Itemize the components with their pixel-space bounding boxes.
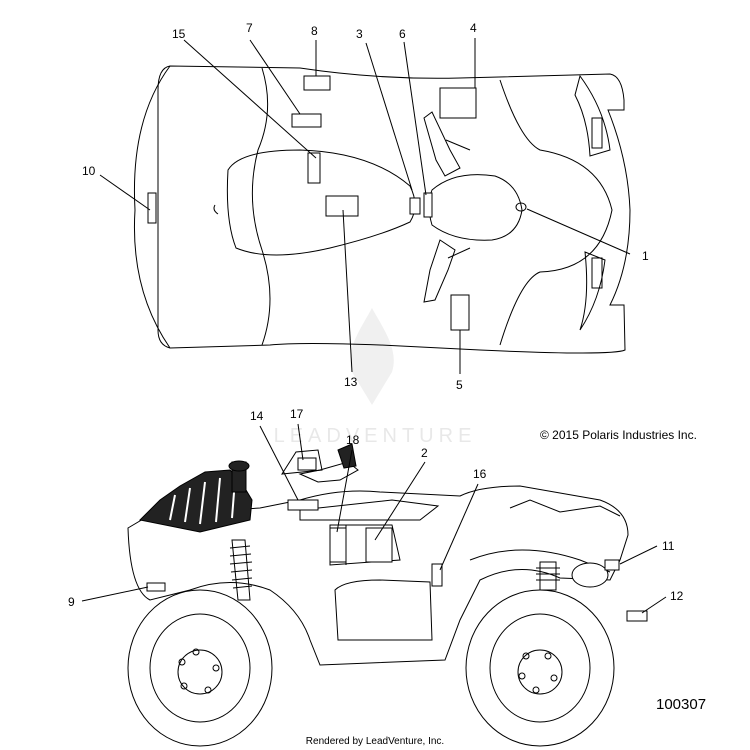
front-fender-line [499,79,613,346]
callout-16: 16 [473,467,487,481]
decal-12 [626,610,648,622]
leadventure-watermark: LEADVENTURE [274,308,477,447]
callout-9: 9 [68,595,75,609]
decal-18 [329,527,347,563]
watermark-logo [350,308,394,405]
leader-lines [81,38,667,614]
callout-14: 14 [250,409,264,423]
callout-numbers: 1 2 3 4 5 6 7 8 9 10 11 12 13 14 15 16 1… [68,21,684,609]
rendered-by-credit: Rendered by LeadVenture, Inc. [306,736,444,747]
decal-7 [291,113,322,128]
rear-fender-line [133,65,171,349]
top-body-outline [157,65,631,354]
handlebar-bottom [423,239,456,303]
front-wheel [465,589,615,747]
callout-15: 15 [172,27,186,41]
atv-top-view [133,65,631,354]
callout-13: 13 [344,375,358,389]
decal-17 [297,457,317,471]
decal-16 [431,563,443,587]
atv-side-view [127,443,648,747]
rear-rack-line [251,67,271,346]
callout-4: 4 [470,21,477,35]
side-seat [299,499,440,521]
decal-14 [287,499,319,511]
front-rack [509,499,621,517]
callout-6: 6 [399,27,406,41]
callout-5: 5 [456,378,463,392]
vent-bottom-1 [591,257,603,289]
decal-4 [439,87,477,119]
callout-3: 3 [356,27,363,41]
callout-2: 2 [421,446,428,460]
vent-top-1 [591,117,603,149]
decal-5 [450,294,470,331]
rear-rack-slots [169,477,236,525]
watermark-text: LEADVENTURE [274,425,477,447]
callout-8: 8 [311,24,318,38]
seat-outline [226,149,416,256]
decal-13 [325,195,359,217]
decal-3 [409,197,421,215]
callout-7: 7 [246,21,253,35]
side-body-outline [127,485,629,666]
steering-column [445,139,471,259]
callout-11: 11 [662,539,675,553]
seat-strap-line [213,204,219,215]
decal-11 [604,559,620,571]
instrument-panel [281,449,323,475]
callout-18: 18 [346,433,360,447]
front-fender-side [469,549,611,573]
rear-shock [229,539,253,601]
callout-17: 17 [290,407,304,421]
decal-10 [147,192,157,224]
decal-6 [423,192,433,218]
rear-wheel [127,589,273,747]
front-shock [536,561,560,591]
decal-15 [307,152,321,184]
callout-10: 10 [82,164,96,178]
front-console [428,174,523,241]
copyright-notice: © 2015 Polaris Industries Inc. [540,428,697,442]
lower-frame [334,579,433,641]
front-fender-upper [574,74,611,157]
fuel-cap [515,202,527,212]
decal-8 [303,75,331,91]
document-number: 100307 [656,696,706,713]
handlebar-top [423,111,461,177]
callout-12: 12 [670,589,684,603]
decal-9 [146,582,166,592]
rear-post-cap [228,460,250,472]
callout-1: 1 [642,249,649,263]
headlight [571,562,609,588]
